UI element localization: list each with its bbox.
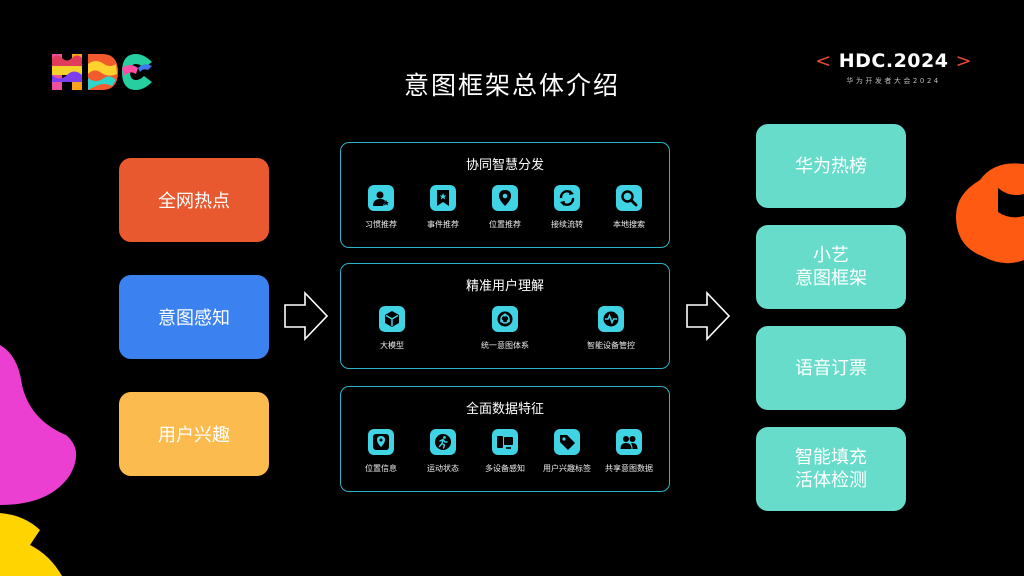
- arrow-right-icon: [284, 291, 329, 341]
- feature-label: 位置信息: [365, 464, 397, 473]
- feature-event-recommend: 事件推荐: [413, 185, 473, 230]
- feature-shared-intent-data: 共享意图数据: [599, 429, 659, 474]
- feature-label: 智能设备管控: [587, 341, 635, 350]
- app-label: 活体检测: [795, 470, 867, 491]
- search-icon: [616, 185, 642, 211]
- app-label: 意图框架: [795, 268, 867, 289]
- app-voice-ticketing: 语音订票: [756, 326, 906, 410]
- badge-left-bracket: <: [815, 50, 832, 72]
- running-icon: [430, 429, 456, 455]
- feature-motion-state: 运动状态: [413, 429, 473, 474]
- bookmark-star-icon: [430, 185, 456, 211]
- arrow-right-icon: [686, 291, 731, 341]
- feature-label: 用户兴趣标签: [543, 464, 591, 473]
- cube-icon: [379, 306, 405, 332]
- feature-label: 习惯推荐: [365, 220, 397, 229]
- map-pin-icon: [368, 429, 394, 455]
- app-label: 智能填充: [795, 447, 867, 468]
- page-title: 意图框架总体介绍: [403, 71, 620, 100]
- feature-location-recommend: 位置推荐: [475, 185, 535, 230]
- app-label: 华为热榜: [795, 155, 867, 177]
- feature-label: 运动状态: [427, 464, 459, 473]
- feature-interest-tags: 用户兴趣标签: [537, 429, 597, 474]
- pill-intent-sensing: 意图感知: [119, 275, 269, 359]
- feature-label: 事件推荐: [427, 220, 459, 229]
- feature-device-control: 智能设备管控: [581, 306, 641, 351]
- panel-title: 协同智慧分发: [465, 158, 544, 173]
- location-pin-icon: [492, 185, 518, 211]
- pill-label: 用户兴趣: [158, 425, 230, 446]
- hdc-2024-badge: < HDC.2024 > 华为开发者大会2024: [815, 50, 972, 86]
- waveform-icon: [598, 306, 624, 332]
- panel-data-features: 全面数据特征 位置信息 运动状态 多设备感知 用户兴趣标签 共享意图数据: [340, 386, 670, 492]
- hdc-logo: [52, 54, 152, 90]
- feature-continuity: 接续流转: [537, 185, 597, 230]
- badge-main-text: HDC.2024: [838, 50, 949, 72]
- panel-collaborative-distribution: 协同智慧分发 习惯推荐 事件推荐 位置推荐 接续流转 本地搜索: [340, 142, 670, 248]
- feature-location-info: 位置信息: [351, 429, 411, 474]
- feature-habit-recommend: 习惯推荐: [351, 185, 411, 230]
- feature-local-search: 本地搜索: [599, 185, 659, 230]
- app-smart-fill-liveness: 智能填充 活体检测: [756, 427, 906, 511]
- feature-unified-intent: 统一意图体系: [475, 306, 535, 351]
- feature-label: 位置推荐: [489, 220, 521, 229]
- app-label: 小艺: [813, 245, 849, 266]
- feature-label: 大模型: [380, 341, 404, 350]
- feature-label: 统一意图体系: [481, 341, 529, 350]
- feature-label: 共享意图数据: [605, 464, 653, 473]
- pill-user-interest: 用户兴趣: [119, 392, 269, 476]
- badge-subtitle: 华为开发者大会2024: [846, 77, 941, 85]
- app-huawei-trending: 华为热榜: [756, 124, 906, 208]
- decorative-orange-shape: [956, 163, 1024, 264]
- group-icon: [616, 429, 642, 455]
- feature-multi-device: 多设备感知: [475, 429, 535, 474]
- panel-user-understanding: 精准用户理解 大模型 统一意图体系 智能设备管控: [340, 263, 670, 369]
- feature-large-model: 大模型: [362, 306, 422, 351]
- tag-icon: [554, 429, 580, 455]
- badge-right-bracket: >: [955, 50, 972, 72]
- pill-trending: 全网热点: [119, 158, 269, 242]
- feature-label: 本地搜索: [613, 220, 645, 229]
- cycle-icon: [492, 306, 518, 332]
- feature-label: 多设备感知: [485, 464, 525, 473]
- panel-title: 精准用户理解: [465, 279, 544, 294]
- decorative-flower-shape: [0, 345, 77, 576]
- pill-label: 全网热点: [158, 191, 230, 212]
- user-star-icon: [368, 185, 394, 211]
- devices-icon: [492, 429, 518, 455]
- app-xiaoyi-intent-framework: 小艺 意图框架: [756, 225, 906, 309]
- sync-icon: [554, 185, 580, 211]
- pill-label: 意图感知: [158, 308, 230, 329]
- panel-title: 全面数据特征: [465, 402, 544, 417]
- feature-label: 接续流转: [551, 220, 583, 229]
- app-label: 语音订票: [795, 357, 867, 379]
